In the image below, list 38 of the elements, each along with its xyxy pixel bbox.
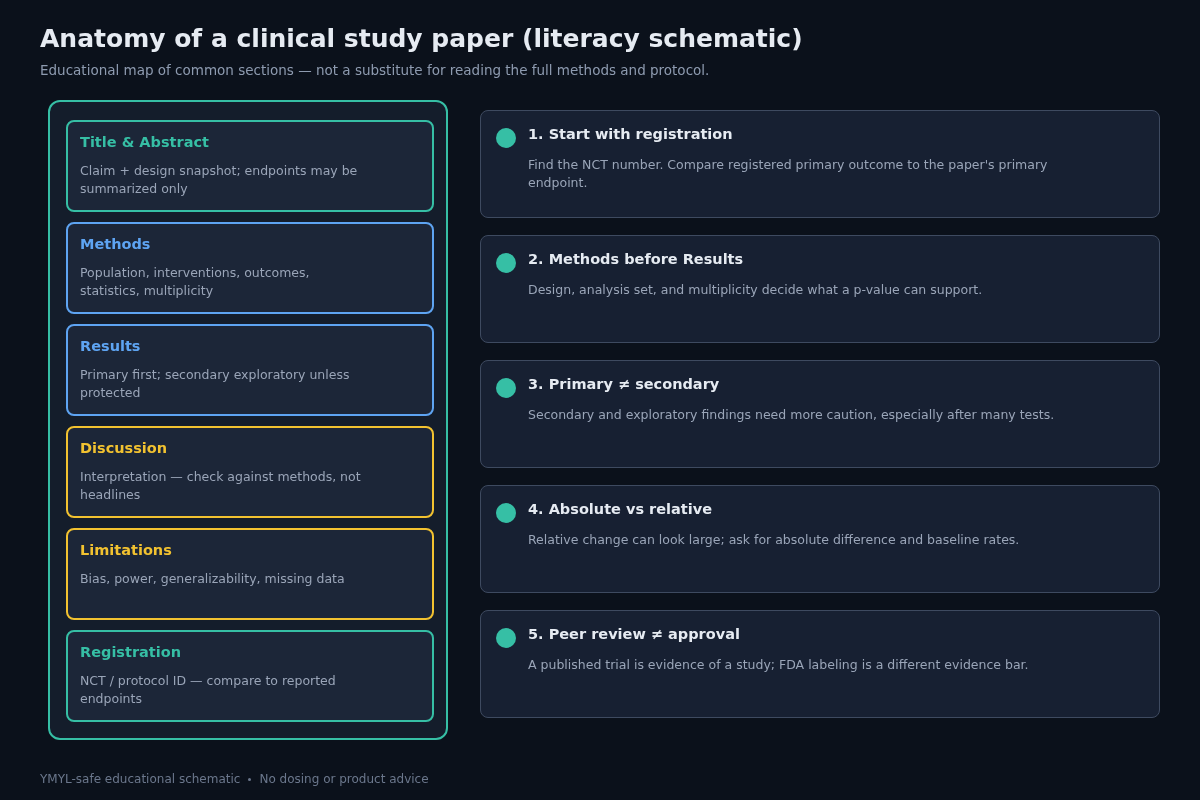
tip-card (480, 110, 1160, 218)
section-heading: Limitations (80, 542, 172, 558)
section-heading: Methods (80, 236, 151, 252)
section-description: Interpretation — check against methods, not headlines (80, 468, 362, 504)
section-heading: Title & Abstract (80, 134, 209, 150)
footer-note: No dosing or product advice (259, 772, 429, 786)
section-card (66, 324, 434, 416)
section-card (66, 528, 434, 620)
section-description: Secondary and exploratory findings need more caution, especially after many tests. (528, 406, 1056, 424)
section-heading: 5. Peer review ≠ approval (528, 626, 740, 642)
section-heading: 3. Primary ≠ secondary (528, 376, 720, 392)
section-heading: 2. Methods before Results (528, 251, 744, 267)
section-description: NCT / protocol ID — compare to reported endpoints (80, 672, 337, 708)
section-heading: Discussion (80, 440, 168, 456)
section-description: Bias, power, generalizability, missing data (80, 570, 346, 588)
section-description: Design, analysis set, and multiplicity decide what a p-value can support. (528, 281, 984, 299)
tip-card (480, 610, 1160, 718)
subtitle: Educational map of common sections — not a substitute for reading the full methods and protocol. (40, 62, 710, 78)
section-description: Find the NCT number. Compare registered primary outcome to the paper's primary endpoint. (528, 156, 1049, 192)
diagram-title: Anatomy of a clinical study paper (literacy schematic) (40, 24, 803, 53)
section-card (66, 630, 434, 722)
section-card (66, 222, 434, 314)
section-description: Claim + design snapshot; endpoints may be summarized only (80, 162, 359, 198)
section-card (66, 120, 434, 212)
section-description: Relative change can look large; ask for absolute difference and baseline rates. (528, 531, 1021, 549)
tip-card (480, 360, 1160, 468)
section-description: Population, interventions, outcomes, statistics, multiplicity (80, 264, 311, 300)
section-panel (48, 100, 448, 740)
section-heading: 1. Start with registration (528, 126, 733, 142)
tip-card (480, 235, 1160, 343)
tip-card (480, 485, 1160, 593)
section-heading: Registration (80, 644, 182, 660)
section-heading: Results (80, 338, 141, 354)
section-description: Primary first; secondary exploratory unless protected (80, 366, 351, 402)
section-card (66, 426, 434, 518)
section-heading: 4. Absolute vs relative (528, 501, 712, 517)
section-description: A published trial is evidence of a study; FDA labeling is a different evidence bar. (528, 656, 1030, 674)
footer-note: YMYL-safe educational schematic (40, 772, 241, 786)
